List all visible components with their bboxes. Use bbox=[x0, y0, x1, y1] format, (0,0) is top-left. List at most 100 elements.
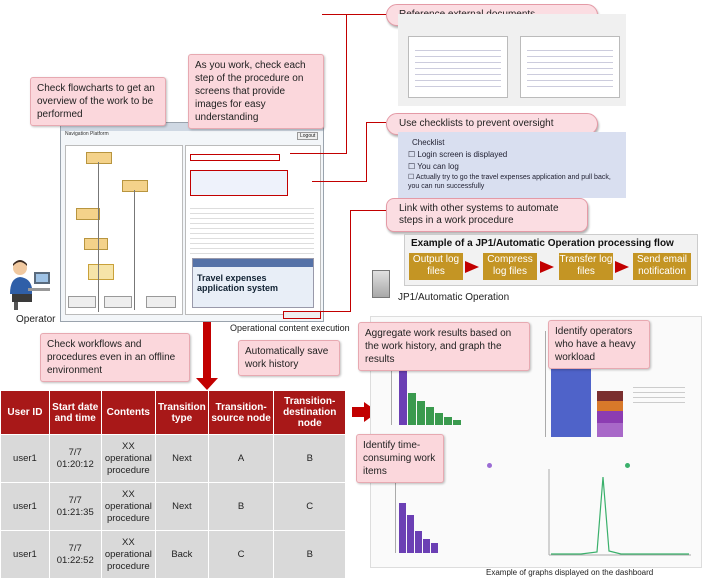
screen-image: Travel expenses application system bbox=[192, 258, 314, 308]
reference-docs-panel bbox=[398, 14, 626, 106]
nav-title: Navigation Platform bbox=[65, 131, 109, 137]
table-cell: B bbox=[273, 434, 346, 483]
process-compress: Compress log files bbox=[483, 253, 537, 280]
legend-lines bbox=[633, 383, 685, 405]
checklist-item-label: Actually try to go the travel expenses a… bbox=[408, 174, 611, 190]
checklist-item-label: You can log bbox=[417, 162, 459, 171]
bar bbox=[415, 531, 422, 553]
automation-button-highlight[interactable] bbox=[283, 311, 321, 319]
checklist-highlight[interactable] bbox=[190, 170, 288, 196]
legend-dot bbox=[487, 463, 492, 468]
bar bbox=[399, 363, 407, 425]
flow-node[interactable] bbox=[146, 296, 176, 308]
pill-link: Link with other systems to automate step… bbox=[386, 198, 588, 232]
table-cell: XX operational procedure bbox=[100, 434, 157, 483]
column-header: Transition type bbox=[155, 390, 209, 435]
bar bbox=[597, 391, 623, 401]
column-header: Transition-destination node bbox=[273, 390, 346, 435]
bar bbox=[453, 420, 461, 425]
table-row: user1 7/7 01:22:52 XX operational proced… bbox=[0, 530, 346, 579]
server-icon bbox=[372, 270, 390, 298]
bar bbox=[597, 411, 623, 423]
doc-lines bbox=[415, 45, 501, 89]
bar bbox=[431, 543, 438, 553]
chart-bars-purple bbox=[377, 455, 529, 563]
flow-node[interactable] bbox=[104, 296, 132, 308]
logout-button[interactable]: Logout bbox=[297, 132, 319, 140]
checklist-title: Checklist bbox=[412, 138, 445, 147]
connector-line bbox=[346, 14, 347, 154]
column-header: Transition-source node bbox=[207, 390, 275, 435]
flow-line bbox=[98, 162, 99, 312]
flow-node[interactable] bbox=[84, 238, 108, 250]
callout-operators: Identify operators who have a heavy work… bbox=[548, 320, 650, 369]
bar bbox=[423, 539, 430, 553]
table-cell: C bbox=[273, 482, 346, 531]
connector-line bbox=[366, 122, 386, 123]
bar bbox=[417, 401, 425, 425]
table-cell: A bbox=[207, 434, 275, 483]
table-cell: B bbox=[207, 482, 275, 531]
flow-arrow bbox=[615, 261, 629, 273]
callout-procedure: As you work, check each step of the proc… bbox=[188, 54, 324, 129]
bar bbox=[435, 413, 443, 425]
connector-line bbox=[312, 181, 367, 182]
procedure-text bbox=[190, 204, 314, 254]
operator-label: Operator bbox=[16, 314, 56, 325]
jp1-flow-panel: Example of a JP1/Automatic Operation pro… bbox=[404, 234, 698, 286]
connector-line bbox=[350, 210, 351, 312]
line-series bbox=[548, 469, 691, 556]
callout-timeconsuming: Identify time-consuming work items bbox=[356, 434, 444, 483]
flow-title: Travel expenses application system bbox=[197, 273, 279, 293]
doc-thumbnail bbox=[520, 36, 620, 98]
flow-node[interactable] bbox=[88, 264, 114, 280]
checklist-item[interactable]: ☐ Login screen is displayed bbox=[408, 150, 508, 159]
navigation-screen: Navigation Platform Logout Travel expens… bbox=[60, 122, 324, 322]
column-header: Start date and time bbox=[48, 390, 102, 435]
callout-aggregate: Aggregate work results based on the work… bbox=[358, 322, 530, 371]
reference-link-highlight[interactable] bbox=[190, 154, 280, 161]
chart-bars-green bbox=[377, 323, 529, 433]
bar bbox=[597, 423, 623, 437]
flow-node[interactable] bbox=[86, 152, 112, 164]
arrow-shaft bbox=[203, 322, 211, 380]
flow-node[interactable] bbox=[122, 180, 148, 192]
table-cell: Back bbox=[155, 530, 209, 579]
column-header: Contents bbox=[100, 390, 157, 435]
table-cell: B bbox=[273, 530, 346, 579]
screen-image-header bbox=[193, 259, 313, 267]
procedure-area: Travel expenses application system bbox=[185, 145, 321, 315]
table-row: user1 7/7 01:20:12 XX operational proced… bbox=[0, 434, 346, 483]
doc-thumbnail bbox=[408, 36, 508, 98]
table-cell: Next bbox=[155, 482, 209, 531]
bar bbox=[426, 407, 434, 425]
bar bbox=[408, 393, 416, 425]
checklist-item-label: Login screen is displayed bbox=[417, 150, 508, 159]
flow-arrow bbox=[465, 261, 479, 273]
operator-icon bbox=[6, 258, 52, 310]
connector-line bbox=[350, 210, 386, 211]
table-cell: XX operational procedure bbox=[100, 530, 157, 579]
table-cell: XX operational procedure bbox=[100, 482, 157, 531]
checklist-item[interactable]: ☐ You can log bbox=[408, 162, 459, 171]
flow-line bbox=[134, 190, 135, 310]
flow-node[interactable] bbox=[76, 208, 100, 220]
process-transfer: Transfer log files bbox=[559, 253, 613, 280]
flow-arrow bbox=[540, 261, 554, 273]
connector-line bbox=[318, 311, 351, 312]
connector-line bbox=[290, 153, 347, 154]
callout-flowcharts: Check flowcharts to get an overview of t… bbox=[30, 77, 166, 126]
table-cell: Next bbox=[155, 434, 209, 483]
table-cell: C bbox=[207, 530, 275, 579]
callout-history: Automatically save work history bbox=[238, 340, 340, 376]
checklist-item[interactable]: ☐ Actually try to go the travel expenses… bbox=[408, 174, 611, 190]
bar bbox=[444, 417, 452, 425]
chart-axis bbox=[391, 327, 392, 425]
graphs-caption: Example of graphs displayed on the dashb… bbox=[486, 568, 654, 577]
callout-offline: Check workflows and procedures even in a… bbox=[40, 333, 190, 382]
flow-node[interactable] bbox=[68, 296, 96, 308]
op-exec-label: Operational content execution bbox=[230, 323, 350, 333]
table-cell: 7/7 01:22:52 bbox=[48, 530, 102, 579]
bar bbox=[399, 503, 406, 553]
checklist-panel: Checklist ☐ Login screen is displayed ☐ … bbox=[398, 132, 626, 198]
